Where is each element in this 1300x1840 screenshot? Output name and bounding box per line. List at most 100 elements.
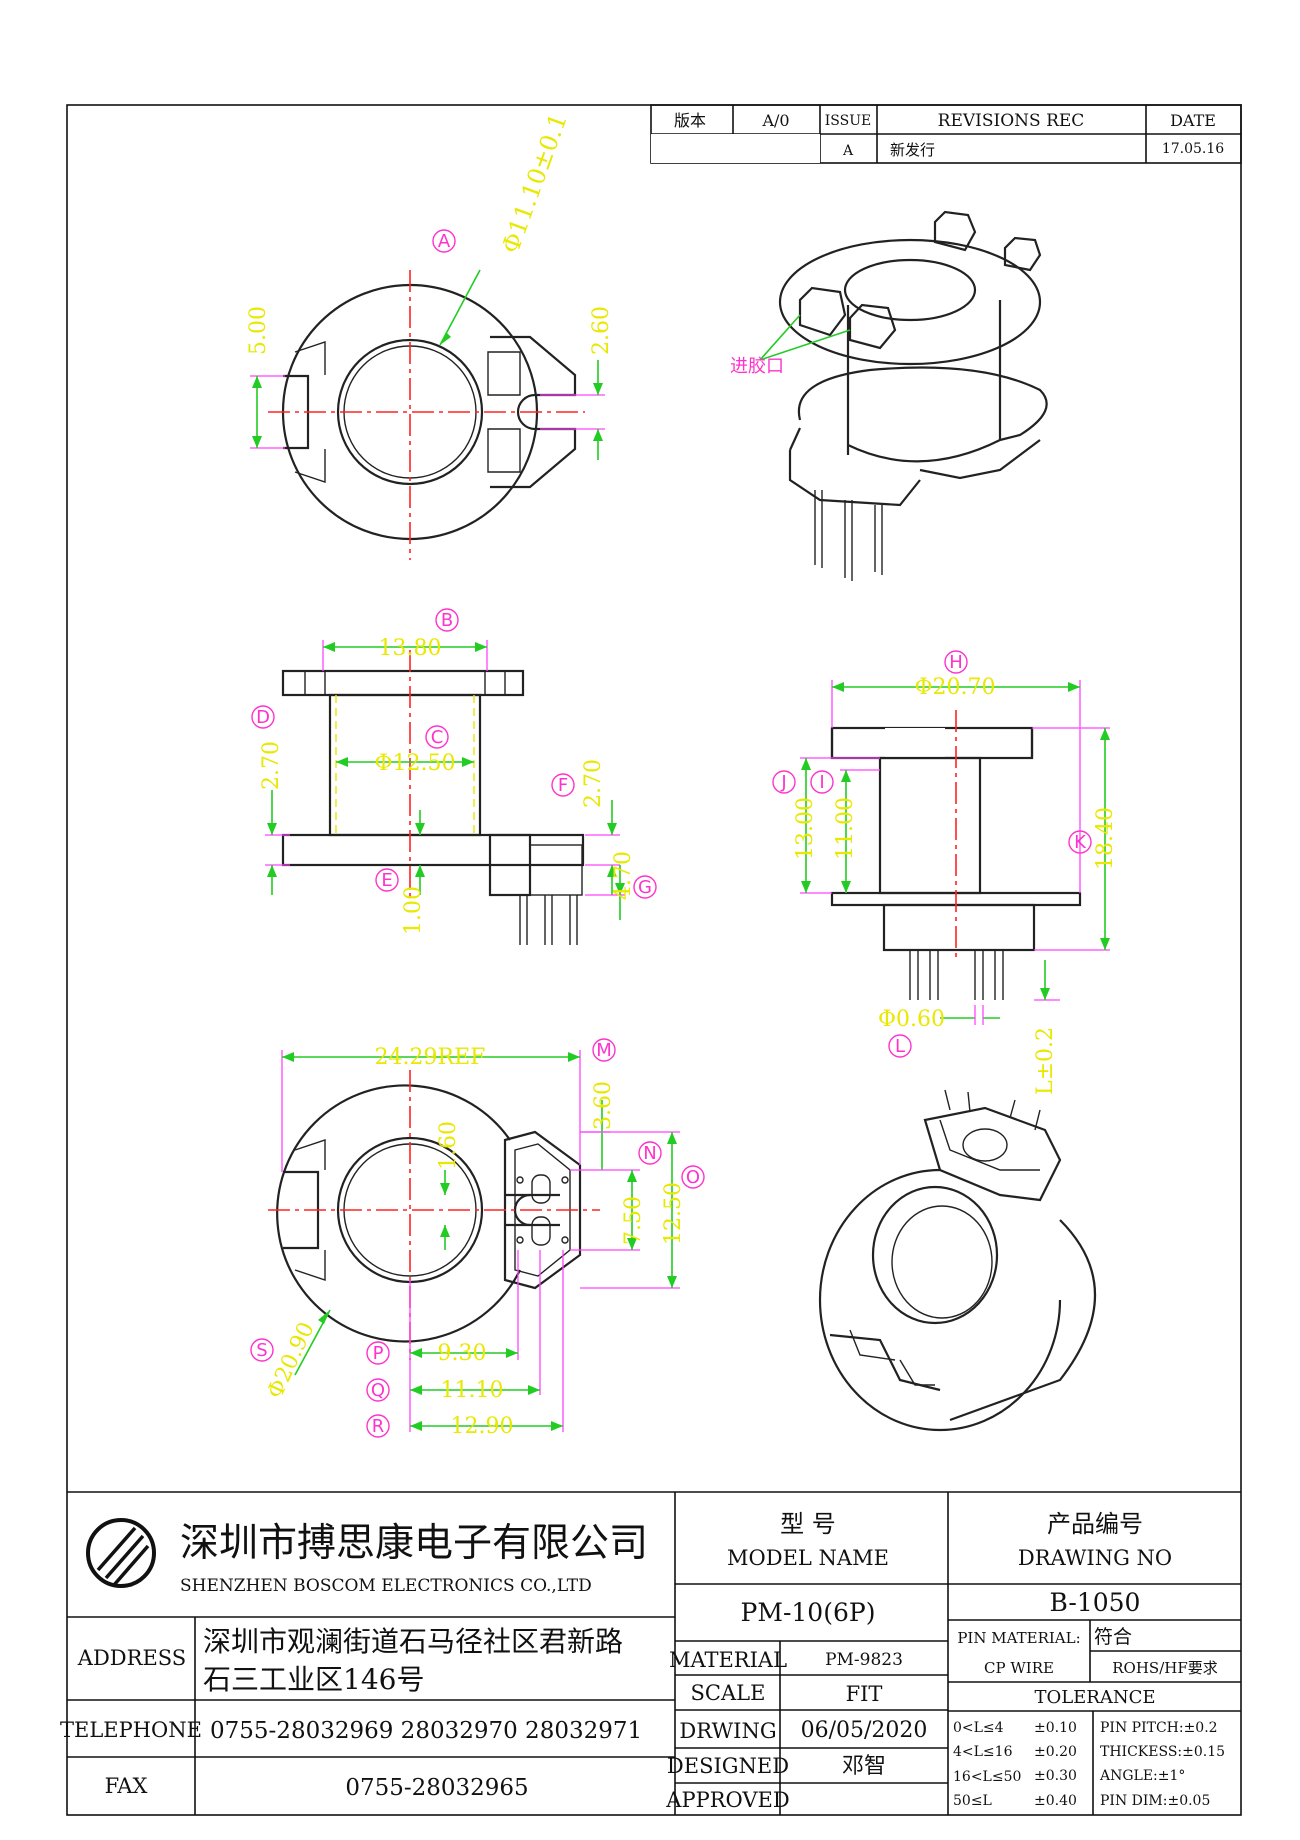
- dim-3-60: 3.60: [591, 1081, 616, 1130]
- material-value: PM-9823: [825, 1650, 903, 1670]
- label-k: K: [1074, 832, 1087, 853]
- issue-label: ISSUE: [825, 113, 871, 129]
- dim-phi-12-50: Φ12.50: [374, 751, 455, 776]
- dim-2-60: 2.60: [589, 306, 614, 355]
- label-a: A: [438, 231, 451, 252]
- dim-13-80: 13.80: [379, 636, 442, 661]
- rohs-requirement: ROHS/HF要求: [1112, 1659, 1218, 1677]
- drawing-no-value: B-1050: [1050, 1588, 1141, 1617]
- drwing-value: 06/05/2020: [801, 1718, 928, 1743]
- model-value: PM-10(6P): [741, 1598, 876, 1627]
- company-name-cn: 深圳市搏思康电子有限公司: [180, 1521, 648, 1566]
- thickness-tolerance: THICKESS:±0.15: [1100, 1744, 1225, 1760]
- label-n: N: [643, 1143, 656, 1164]
- dim-phi-11-10: Φ11.10±0.1: [496, 110, 572, 257]
- title-block: 深圳市搏思康电子有限公司 SHENZHEN BOSCOM ELECTRONICS…: [60, 1491, 1241, 1815]
- tol-value-2: ±0.20: [1034, 1744, 1077, 1760]
- approved-label: APPROVED: [665, 1788, 789, 1812]
- dim-7-50: 7.50: [621, 1196, 646, 1245]
- material-label: MATERIAL: [669, 1648, 787, 1672]
- tolerance-label: TOLERANCE: [1034, 1687, 1155, 1708]
- dim-12-50: 12.50: [661, 1182, 686, 1245]
- dim-13-00: 13.00: [793, 797, 818, 860]
- dim-l-tolerance: L±0.2: [1033, 1027, 1058, 1095]
- fax-label: FAX: [105, 1774, 148, 1798]
- label-q: Q: [371, 1380, 385, 1401]
- designed-value: 邓智: [842, 1754, 886, 1779]
- telephone-label: TELEPHONE: [60, 1718, 202, 1742]
- cp-wire: CP WIRE: [984, 1659, 1054, 1677]
- pin-material-label: PIN MATERIAL:: [957, 1629, 1080, 1647]
- revision-row-issue: A: [842, 143, 854, 159]
- dim-5-00: 5.00: [246, 306, 271, 355]
- tol-range-2: 4<L≤16: [953, 1744, 1013, 1760]
- address-line-2: 石三工业区146号: [203, 1663, 424, 1696]
- label-d: D: [256, 707, 270, 728]
- fax-value: 0755-28032965: [345, 1775, 528, 1801]
- dim-11-10: 11.10: [441, 1378, 504, 1403]
- dim-24-29-ref: 24.29REF: [375, 1045, 486, 1070]
- designed-label: DESIGNED: [667, 1754, 789, 1778]
- tol-value-4: ±0.40: [1034, 1793, 1077, 1809]
- version-label: 版本: [674, 111, 706, 130]
- dim-2-70-right: 2.70: [581, 759, 606, 808]
- top-view: Φ11.10±0.1 5.00 2.60 A: [246, 110, 614, 560]
- date-label: DATE: [1170, 111, 1216, 130]
- front-view-right: Φ20.70 13.00 11.00 18.40 L±0.2 Φ0.60 H I…: [772, 650, 1118, 1095]
- label-m: M: [596, 1040, 612, 1061]
- dim-phi-0-60: Φ0.60: [878, 1007, 945, 1032]
- label-f: F: [558, 775, 568, 796]
- scale-value: FIT: [846, 1682, 883, 1706]
- label-r: R: [372, 1416, 385, 1437]
- telephone-value: 0755-28032969 28032970 28032971: [210, 1718, 642, 1744]
- dim-2-70-left: 2.70: [259, 741, 284, 790]
- drawing-no-cn: 产品编号: [1047, 1510, 1143, 1538]
- company-name-en: SHENZHEN BOSCOM ELECTRONICS CO.,LTD: [180, 1576, 592, 1596]
- address-label: ADDRESS: [77, 1646, 186, 1670]
- revision-block: 版本 A/0 ISSUE REVISIONS REC DATE A 新发行 17…: [650, 104, 1242, 164]
- pin-pitch-tolerance: PIN PITCH:±0.2: [1100, 1720, 1218, 1736]
- label-p: P: [373, 1343, 384, 1364]
- pin-material-value: 符合: [1094, 1626, 1132, 1648]
- dim-4-70: 4.70: [611, 851, 636, 900]
- tol-range-1: 0<L≤4: [953, 1720, 1004, 1736]
- revision-row-date: 17.05.16: [1162, 141, 1224, 157]
- drawing-no-en: DRAWING NO: [1018, 1546, 1172, 1570]
- label-s: S: [256, 1340, 267, 1361]
- dim-9-30: 9.30: [438, 1341, 487, 1366]
- label-e: E: [381, 870, 392, 891]
- scale-label: SCALE: [691, 1681, 766, 1705]
- tol-value-1: ±0.10: [1034, 1720, 1077, 1736]
- tol-value-3: ±0.30: [1034, 1768, 1077, 1784]
- bottom-view: 24.29REF 3.60 1.60 7.50 12.50 Φ20.90 9.3…: [250, 1038, 705, 1439]
- dim-18-40: 18.40: [1093, 807, 1118, 870]
- side-view-left: 13.80 Φ12.50 2.70 1.00 2.70 4.70 B C D E…: [251, 608, 657, 945]
- dim-phi-20-90: Φ20.90: [263, 1319, 320, 1403]
- revision-row-desc: 新发行: [890, 141, 935, 159]
- label-h: H: [949, 652, 963, 673]
- model-name-cn: 型 号: [780, 1510, 836, 1538]
- dim-11-00: 11.00: [833, 797, 858, 860]
- version-value: A/0: [761, 111, 789, 130]
- isometric-view-top: 进胶口: [730, 210, 1048, 581]
- dim-phi-20-70: Φ20.70: [914, 675, 995, 700]
- dim-1-00: 1.00: [401, 886, 426, 935]
- angle-tolerance: ANGLE:±1°: [1099, 1768, 1185, 1784]
- label-b: B: [441, 610, 453, 631]
- tol-range-3: 16<L≤50: [953, 1769, 1021, 1785]
- revisions-label: REVISIONS REC: [938, 111, 1085, 131]
- model-name-en: MODEL NAME: [727, 1546, 889, 1570]
- label-o: O: [686, 1167, 700, 1188]
- label-g: G: [638, 877, 652, 898]
- pin-dim-tolerance: PIN DIM:±0.05: [1100, 1793, 1210, 1809]
- drwing-label: DRWING: [679, 1719, 776, 1743]
- dim-1-60: 1.60: [436, 1121, 461, 1170]
- label-i: I: [819, 772, 824, 793]
- company-logo-icon: [86, 1518, 156, 1588]
- dim-12-90: 12.90: [451, 1414, 514, 1439]
- gate-note: 进胶口: [730, 356, 784, 377]
- label-c: C: [431, 727, 444, 748]
- isometric-view-bottom: [818, 1089, 1097, 1432]
- tol-range-4: 50≤L: [953, 1793, 992, 1809]
